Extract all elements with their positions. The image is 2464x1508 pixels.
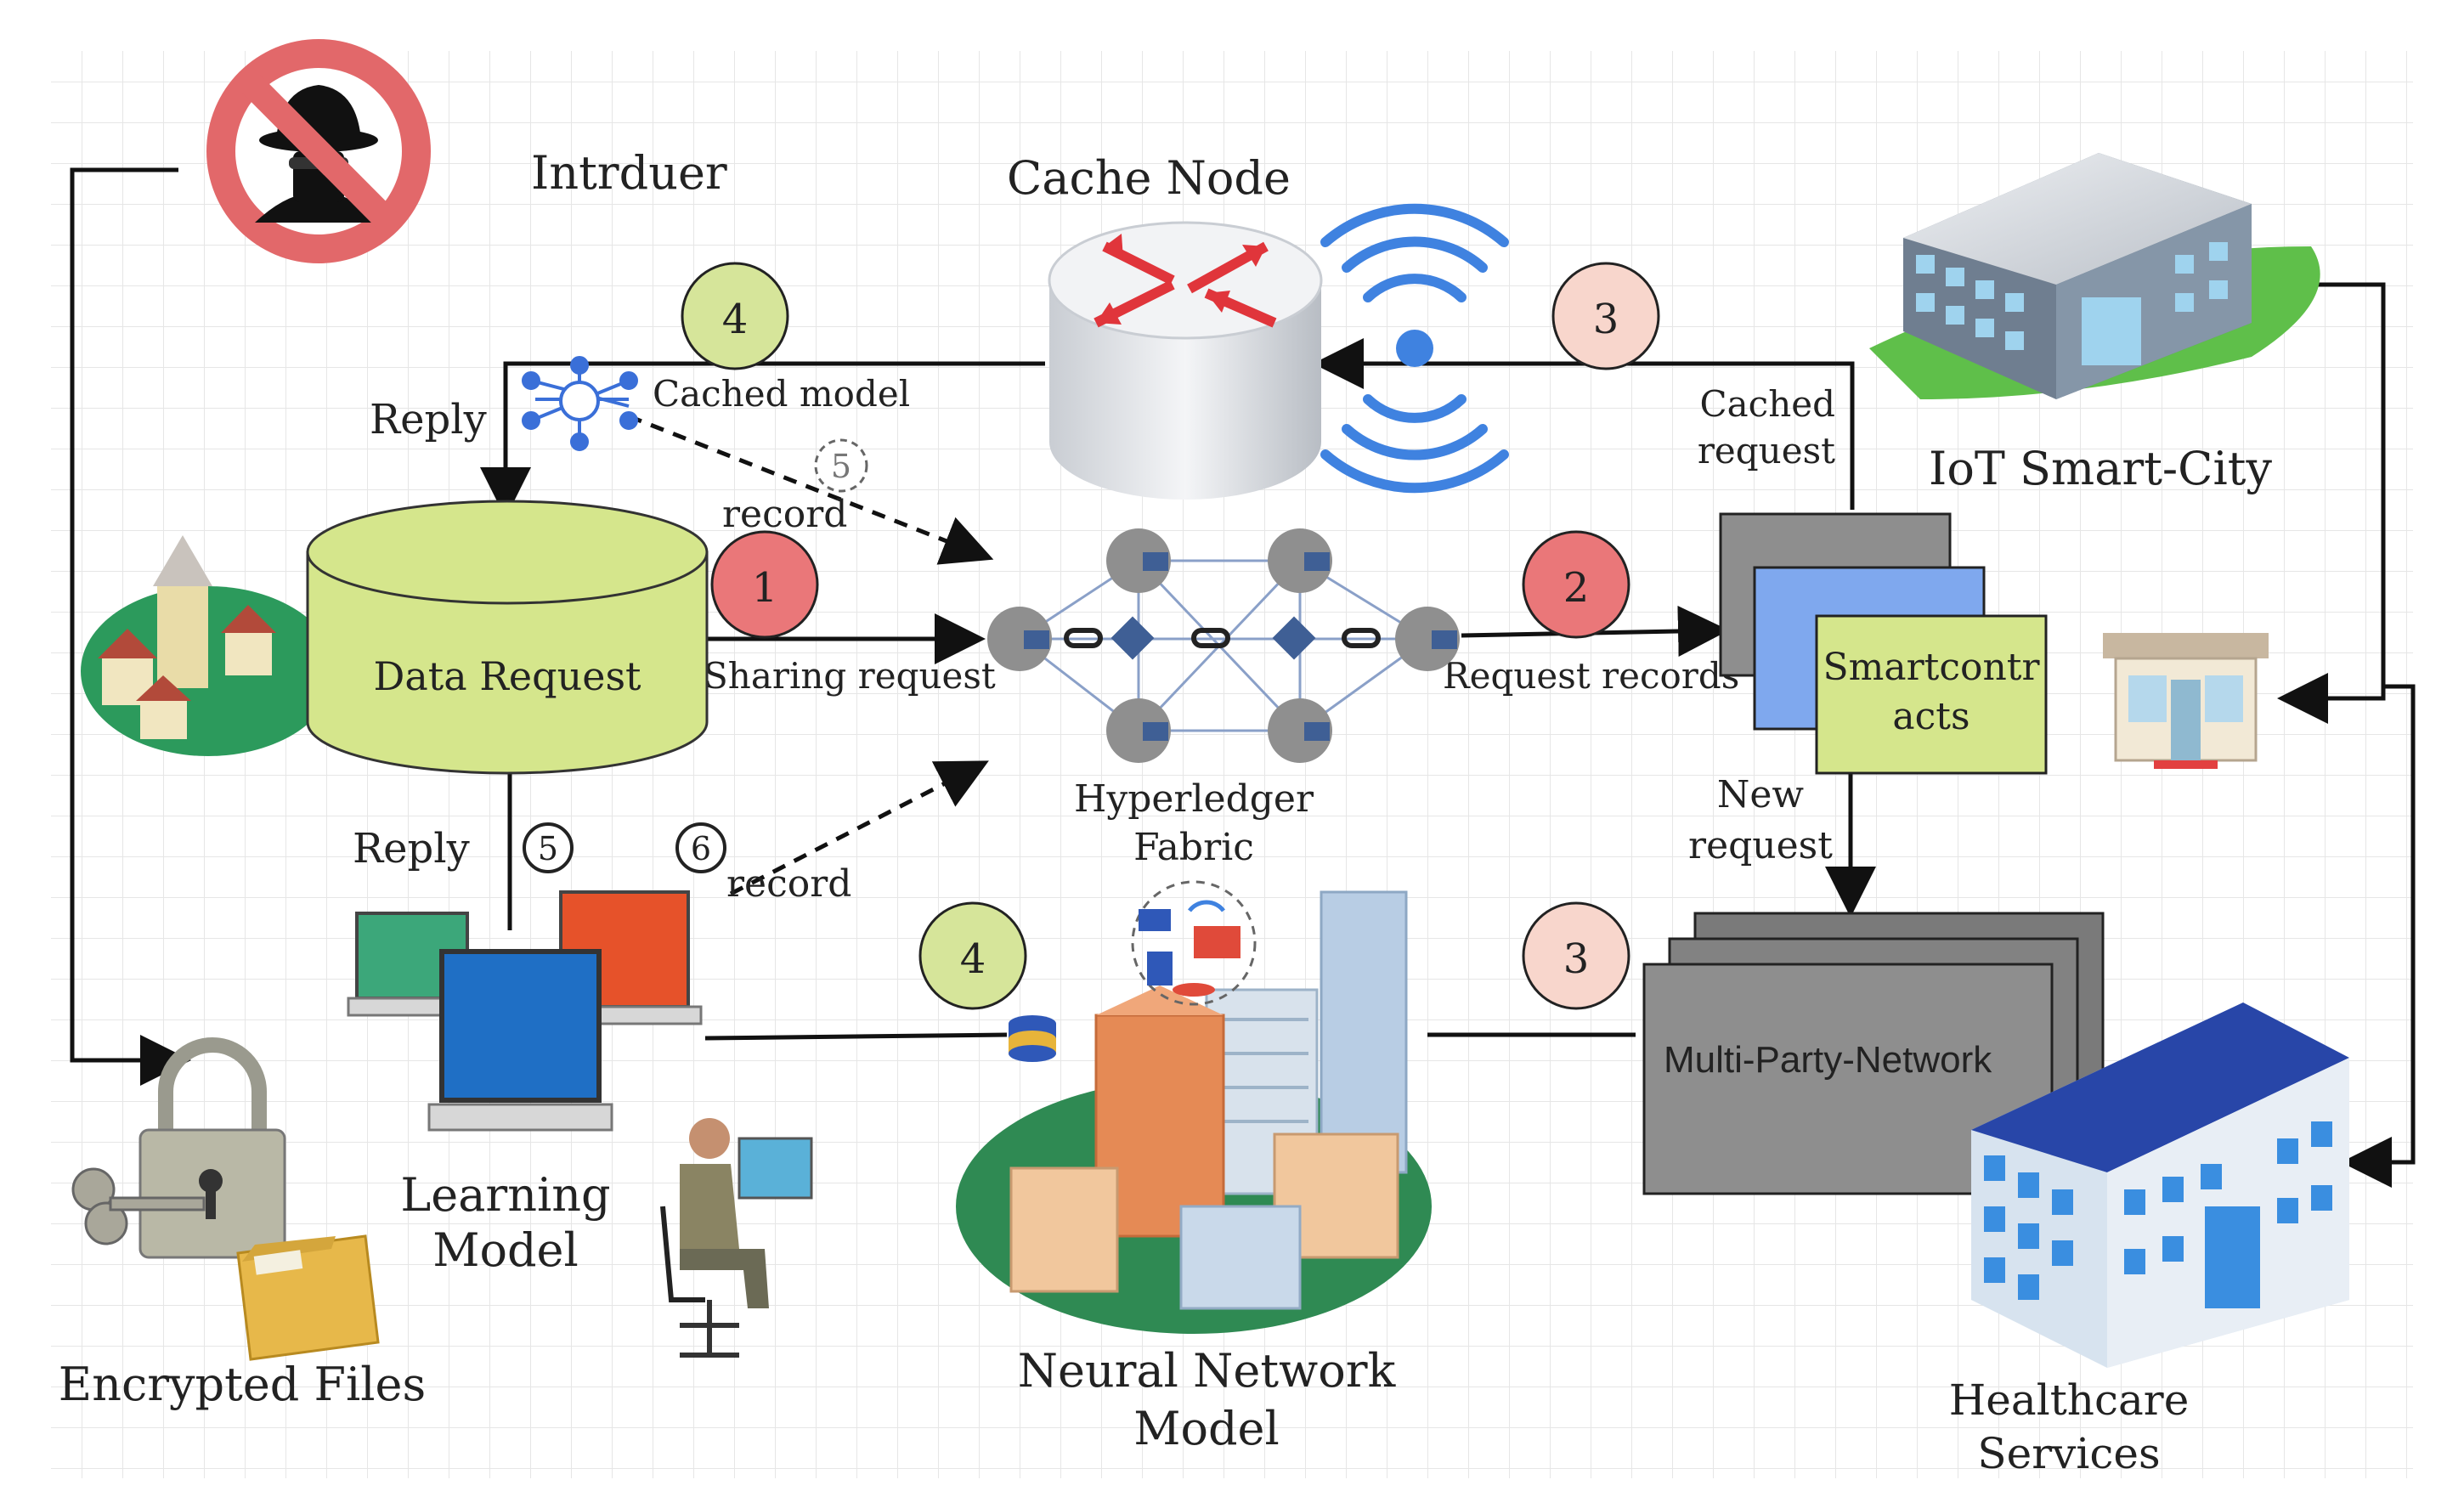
folder-icon xyxy=(236,1234,380,1361)
iot-building-icon xyxy=(1869,153,2320,399)
nn-model-label-1: Neural Network xyxy=(1018,1344,1397,1398)
step-5-bottom-text: 5 xyxy=(538,830,558,867)
step-3-bottom-badge xyxy=(1522,901,1630,1010)
data-request-label: Data Request xyxy=(373,653,641,699)
reply-top-label: Reply xyxy=(370,396,487,443)
cached-request-label-2: request xyxy=(1698,430,1835,472)
step-2-text: 2 xyxy=(1563,564,1590,612)
step-4-top-badge xyxy=(681,262,789,370)
lock-icon xyxy=(138,1037,286,1259)
step-4-bottom-badge xyxy=(918,901,1027,1010)
laptop-icon xyxy=(347,890,703,1132)
cached-model-label: Cached model xyxy=(653,373,910,415)
hyperledger-label-2: Fabric xyxy=(1133,826,1254,869)
step-5-bottom-badge xyxy=(523,822,574,873)
connectors xyxy=(70,167,2416,1188)
record-top-label: record xyxy=(722,493,847,536)
iot-city-label: IoT Smart-City xyxy=(1929,442,2272,495)
intruder-to-files-line xyxy=(70,167,191,1086)
hyperledger-label-1: Hyperledger xyxy=(1074,777,1314,821)
data-request-database xyxy=(306,500,709,775)
step-1-text: 1 xyxy=(752,564,778,612)
wifi-icon xyxy=(1320,203,1509,494)
step-1-badge xyxy=(710,530,819,639)
smart-contracts-label-2: acts xyxy=(1892,695,1970,738)
step-4-top-text: 4 xyxy=(722,296,749,343)
step-3-top-badge xyxy=(1551,262,1660,370)
step-3-top-text: 3 xyxy=(1593,296,1619,343)
iot-to-cache-line xyxy=(1313,338,1855,510)
smart-contracts-stack xyxy=(1719,512,2048,775)
database-icon xyxy=(1009,1015,1056,1062)
multi-party-label: Multi-Party-Network xyxy=(1664,1039,1992,1081)
smart-contracts-label-1: Smartcontr xyxy=(1823,646,2041,689)
cache-to-data-request-line xyxy=(480,361,1045,518)
hospital-icon xyxy=(1971,1003,2349,1368)
step-6-badge xyxy=(675,822,726,873)
learning-to-nn-line xyxy=(704,1032,1008,1041)
network-devices-icon xyxy=(1131,880,1257,1006)
healthcare-label-2: Services xyxy=(1977,1429,2160,1478)
step-4-bottom-text: 4 xyxy=(960,935,986,983)
step-5-dashed-text: 5 xyxy=(831,448,851,485)
shop-to-hospital-line xyxy=(2341,684,2416,1188)
router-icon xyxy=(1048,221,1323,500)
learning-model-label-2: Model xyxy=(432,1223,579,1277)
blockchain-icon xyxy=(987,528,1460,763)
record-bottom-label: record xyxy=(726,862,851,906)
encrypted-files-label: Encrypted Files xyxy=(59,1358,426,1411)
operator-icon xyxy=(660,1118,813,1358)
network-model-icon xyxy=(522,356,638,451)
step-5-dashed-badge xyxy=(814,438,868,493)
step-2-badge xyxy=(1522,530,1630,639)
step-badges: 4 3 5 1 2 5 6 4 3 xyxy=(523,262,1660,1010)
shop-icon xyxy=(2103,633,2269,769)
step-6-text: 6 xyxy=(691,830,711,867)
city-icon xyxy=(956,890,1432,1334)
learning-model-label-1: Learning xyxy=(400,1168,610,1222)
village-icon xyxy=(81,535,336,756)
no-intruder-icon xyxy=(206,39,431,263)
new-request-label-2: request xyxy=(1688,824,1833,867)
healthcare-label-1: Healthcare xyxy=(1949,1375,2190,1425)
key-icon xyxy=(71,1167,206,1245)
cache-node-label: Cache Node xyxy=(1007,151,1291,205)
record-top-arrow xyxy=(628,414,994,565)
cached-request-label-1: Cached xyxy=(1700,383,1836,425)
sharing-request-label: Sharing request xyxy=(704,655,996,697)
iot-to-services-line xyxy=(2277,282,2386,724)
record-arrows xyxy=(628,414,994,896)
new-request-label-1: New xyxy=(1717,773,1805,816)
request-records-label: Request records xyxy=(1443,655,1739,697)
intruder-label: Intrduer xyxy=(531,146,727,200)
nn-model-label-2: Model xyxy=(1133,1402,1280,1455)
reply-bottom-label: Reply xyxy=(353,825,470,873)
step-3-bottom-text: 3 xyxy=(1563,935,1590,983)
